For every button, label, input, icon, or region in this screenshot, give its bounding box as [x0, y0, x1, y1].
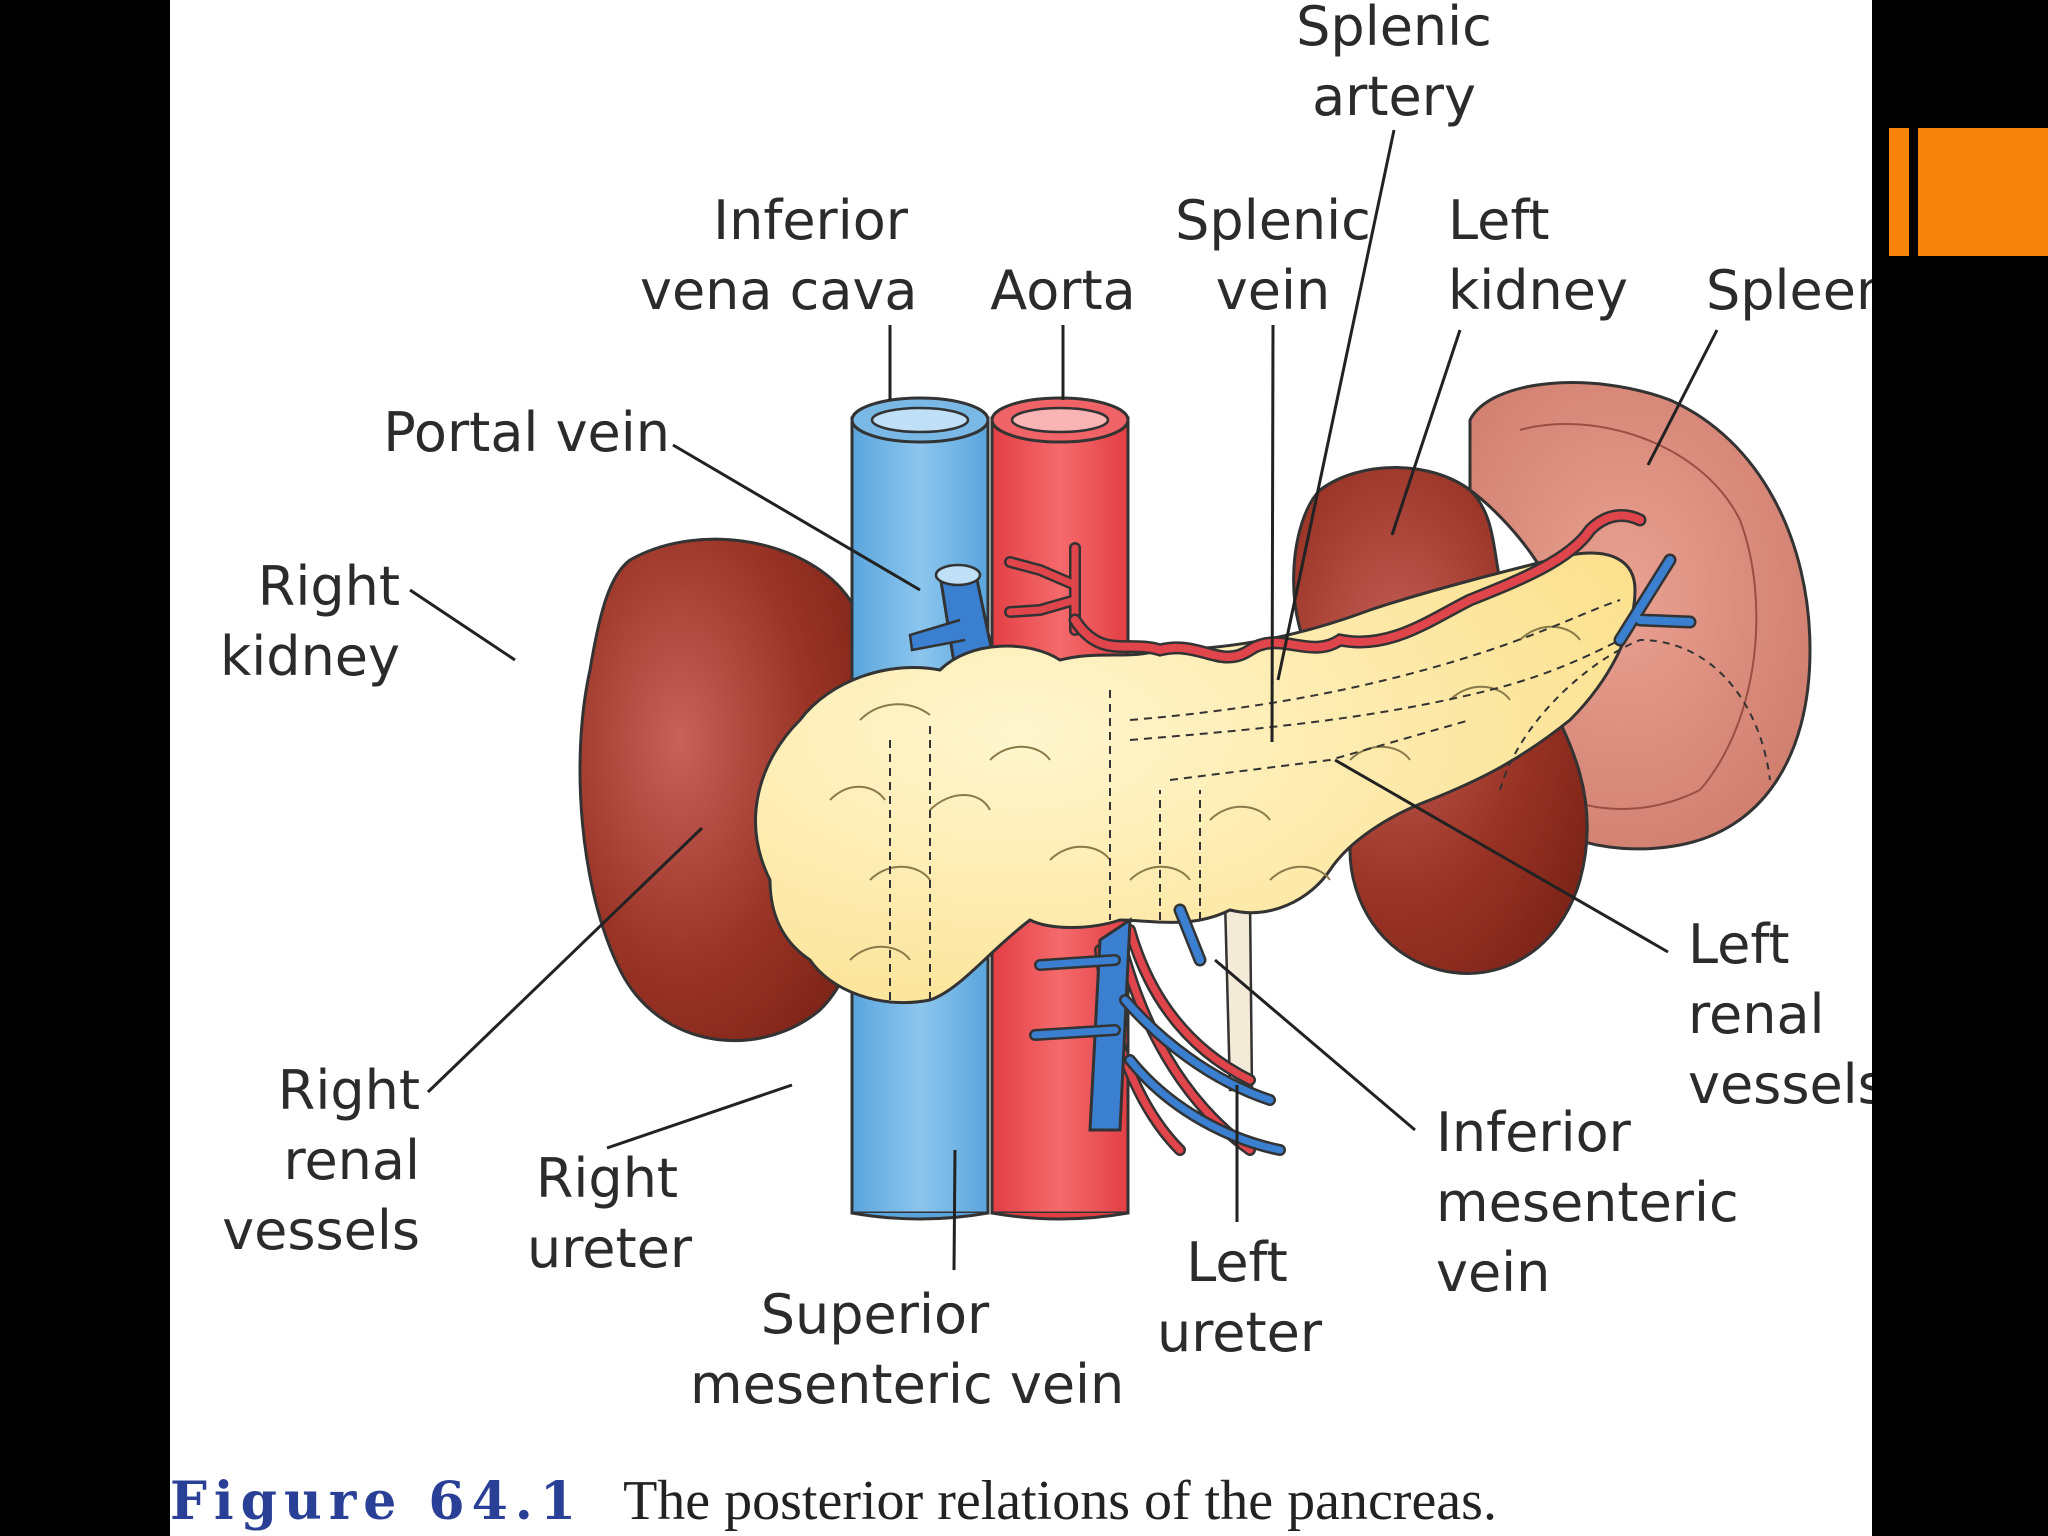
- figure-number: Figure 64.1: [170, 1471, 584, 1532]
- caption-text: The posterior relations of the pancreas.: [623, 1470, 1497, 1532]
- superior-mesenteric-vessels: [1029, 917, 1286, 1156]
- label-aorta: Aorta: [990, 259, 1136, 322]
- celiac-trunk: [1004, 542, 1081, 636]
- leader-lines: [409, 129, 1719, 1271]
- slide-accent-block: [1918, 128, 2048, 256]
- splenic-artery: [1068, 509, 1647, 664]
- figure-caption: Figure 64.1 The posterior relations of th…: [170, 1466, 1872, 1536]
- slide-accent-bar: [1889, 128, 1909, 256]
- inferior-mesenteric-vein-vessel: [1173, 903, 1207, 967]
- pancreas-diagram: [409, 129, 1812, 1271]
- label-portal-vein: Portal vein: [383, 401, 670, 464]
- splenic-vein-branches: [1613, 553, 1697, 647]
- label-spleen: Spleen: [1706, 259, 1872, 322]
- pancreas: [754, 551, 1771, 1005]
